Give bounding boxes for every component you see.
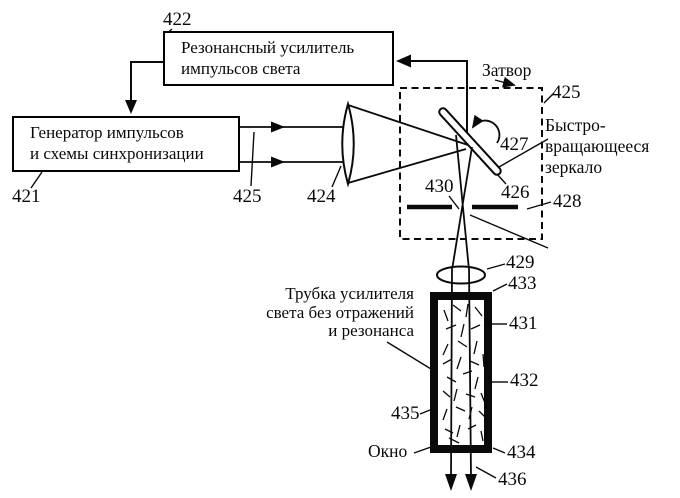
ref-432: 432 bbox=[510, 370, 539, 391]
beam-upper-arrowhead-icon bbox=[271, 121, 285, 133]
pulse-generator-box: Генератор импульсов и схемы синхронизаци… bbox=[12, 116, 240, 172]
shutter-dashed-box bbox=[399, 87, 543, 240]
resonant-amplifier-box: Резонансный усилитель импульсов света bbox=[163, 31, 394, 86]
resonant-amplifier-line2: импульсов света bbox=[181, 58, 301, 78]
leader-421 bbox=[30, 171, 43, 189]
leader-435 bbox=[419, 409, 431, 415]
leader-mirror-text bbox=[498, 138, 549, 168]
pulse-generator-line1: Генератор импульсов bbox=[30, 123, 184, 143]
tube-label-line1: Трубка усилителя bbox=[285, 284, 414, 303]
resonant-amplifier-line1: Резонансный усилитель bbox=[181, 37, 355, 57]
output-arrowhead-right-icon bbox=[465, 474, 477, 491]
output-arrowhead-left-icon bbox=[445, 474, 457, 491]
ref-435: 435 bbox=[391, 403, 420, 424]
ref-430: 430 bbox=[425, 176, 454, 197]
amplifier-tube-label: Трубка усилителя света без отражений и р… bbox=[243, 284, 414, 341]
feedback-arrowhead-icon bbox=[396, 54, 411, 68]
rotating-mirror-label: Быстро- вращающееся зеркало bbox=[545, 115, 649, 178]
leader-434 bbox=[492, 447, 506, 454]
lens-429 bbox=[436, 265, 486, 285]
pulse-generator-line2: и схемы синхронизации bbox=[30, 144, 204, 163]
leader-424 bbox=[331, 165, 342, 188]
leader-428 bbox=[526, 201, 552, 210]
feedback-beam-line bbox=[398, 60, 468, 136]
leader-lines bbox=[30, 28, 555, 479]
leader-426 bbox=[496, 173, 507, 185]
tube-label-line2: света без отражений bbox=[266, 302, 414, 322]
beam-lower-arrowhead-icon bbox=[271, 156, 285, 168]
ref-425-shutter: 425 bbox=[552, 82, 581, 103]
amplifier-tube bbox=[430, 292, 492, 453]
leader-425-beams bbox=[250, 131, 255, 187]
tube-beams bbox=[450, 267, 472, 477]
leader-diagonal bbox=[469, 214, 549, 249]
lens-424 bbox=[341, 100, 355, 188]
mirror-label-line2: вращающееся bbox=[545, 136, 650, 156]
leader-shutter-arrow bbox=[494, 76, 516, 88]
ref-421: 421 bbox=[12, 186, 41, 207]
leader-425-shutter bbox=[543, 92, 555, 104]
tube-label-line3: и резонанса bbox=[328, 321, 414, 340]
leader-430 bbox=[448, 195, 460, 210]
ref-428: 428 bbox=[553, 191, 582, 212]
leader-433 bbox=[492, 283, 508, 292]
shutter-label: Затвор bbox=[482, 60, 532, 80]
converging-beams bbox=[347, 104, 472, 184]
rotating-mirror-face bbox=[440, 109, 500, 174]
ref-436: 436 bbox=[498, 469, 527, 490]
sync-line bbox=[130, 61, 164, 109]
leader-tube-text bbox=[386, 341, 432, 370]
leader-window bbox=[413, 446, 432, 454]
ref-426: 426 bbox=[501, 182, 530, 203]
rotation-arrow-icon bbox=[471, 114, 501, 144]
mirror-label-line1: Быстро- bbox=[545, 115, 606, 135]
ref-431: 431 bbox=[509, 313, 538, 334]
ref-427: 427 bbox=[500, 134, 529, 155]
ref-434: 434 bbox=[507, 442, 536, 463]
ref-425-beams: 425 bbox=[233, 186, 262, 207]
reflected-beams bbox=[451, 134, 473, 271]
ref-424: 424 bbox=[307, 186, 336, 207]
sync-arrowhead-icon bbox=[125, 100, 137, 114]
leader-436 bbox=[475, 466, 497, 479]
ref-433: 433 bbox=[508, 273, 537, 294]
window-label: Окно bbox=[368, 441, 408, 461]
leader-429 bbox=[486, 263, 506, 270]
ref-429: 429 bbox=[506, 252, 535, 273]
ref-422: 422 bbox=[163, 9, 192, 30]
mirror-label-line3: зеркало bbox=[545, 157, 603, 177]
